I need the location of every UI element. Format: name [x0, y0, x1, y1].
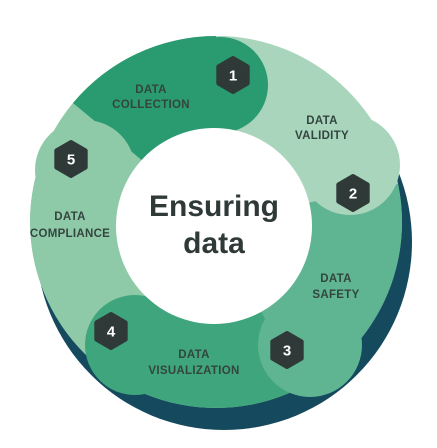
lobe-safety — [258, 293, 362, 397]
badge-3-number: 3 — [283, 343, 291, 360]
hexagon-badge-icon — [270, 331, 304, 369]
step-3-label-line2: SAFETY — [312, 289, 359, 301]
badge-5: 5 — [54, 140, 88, 178]
step-1-label-line2: COLLECTION — [112, 99, 190, 111]
step-5-label-line1: DATA — [54, 211, 85, 223]
badge-2: 2 — [336, 174, 370, 212]
badge-1-number: 1 — [229, 68, 237, 85]
hexagon-badge-icon — [94, 312, 128, 350]
lobe-validity — [300, 115, 400, 215]
hexagon-badge-icon — [216, 56, 250, 94]
step-4-label-line2: VISUALIZATION — [148, 365, 239, 377]
step-2-label-line1: DATA — [306, 115, 337, 127]
hexagon-badge-icon — [54, 140, 88, 178]
badge-4: 4 — [94, 312, 128, 350]
step-3-label-line1: DATA — [320, 273, 351, 285]
step-4-label-line1: DATA — [178, 349, 209, 361]
badge-2-number: 2 — [349, 186, 357, 203]
hexagon-badge-icon — [336, 174, 370, 212]
badge-5-number: 5 — [67, 152, 75, 169]
badge-1: 1 — [216, 56, 250, 94]
step-2-label-line2: VALIDITY — [295, 130, 349, 142]
step-5-label-line2: COMPLIANCE — [30, 228, 110, 240]
center-title-line2: data — [183, 227, 245, 260]
badge-3: 3 — [270, 331, 304, 369]
center-title-line1: Ensuring — [149, 190, 279, 223]
badge-4-number: 4 — [107, 324, 116, 341]
center-circle — [116, 128, 312, 324]
step-1-label-line1: DATA — [135, 84, 166, 96]
